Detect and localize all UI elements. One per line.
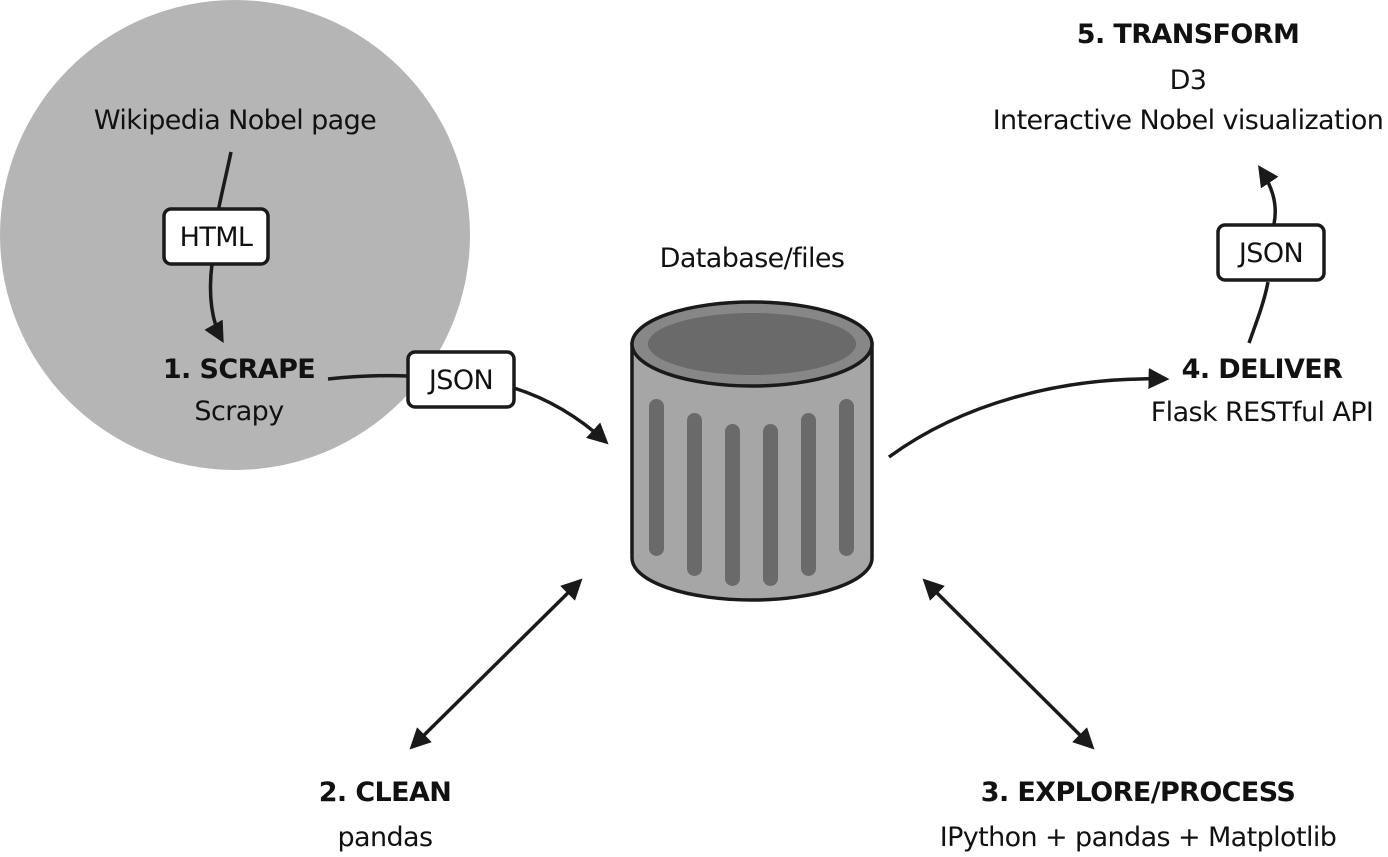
- transform-description: Interactive Nobel visualization: [993, 105, 1384, 136]
- html-badge-label: HTML: [180, 222, 253, 253]
- json-badge-deliver-label: JSON: [1237, 238, 1303, 269]
- deliver-to-json-edge: [1247, 281, 1270, 344]
- deliver-subtitle: Flask RESTful API: [1151, 397, 1374, 428]
- json-badge-deliver: JSON: [1216, 223, 1326, 282]
- html-badge: HTML: [162, 207, 270, 266]
- database-explore-arrow: [922, 578, 1095, 750]
- json-badge-scrape-label: JSON: [427, 365, 493, 396]
- json-to-transform-arrow: [1258, 165, 1279, 225]
- database-clean-arrow: [409, 578, 583, 750]
- html-to-scrape-arrow: [204, 263, 224, 344]
- json-to-database-arrow: [513, 386, 609, 445]
- database-icon: [630, 300, 874, 602]
- transform-title: 5. TRANSFORM: [1077, 19, 1299, 50]
- json-badge-scrape: JSON: [406, 350, 516, 409]
- scrape-title: 1. SCRAPE: [163, 354, 315, 385]
- explore-subtitle: IPython + pandas + Matplotlib: [940, 822, 1337, 853]
- deliver-title: 4. DELIVER: [1182, 354, 1343, 385]
- scrape-to-json-edge: [327, 373, 409, 381]
- clean-title: 2. CLEAN: [319, 777, 452, 808]
- clean-subtitle: pandas: [338, 822, 433, 853]
- database-to-deliver-arrow: [887, 368, 1170, 459]
- scrape-subtitle: Scrapy: [194, 396, 284, 427]
- explore-title: 3. EXPLORE/PROCESS: [981, 777, 1295, 808]
- wikipedia-label: Wikipedia Nobel page: [94, 105, 376, 136]
- transform-tech: D3: [1170, 65, 1207, 96]
- database-label: Database/files: [660, 243, 845, 274]
